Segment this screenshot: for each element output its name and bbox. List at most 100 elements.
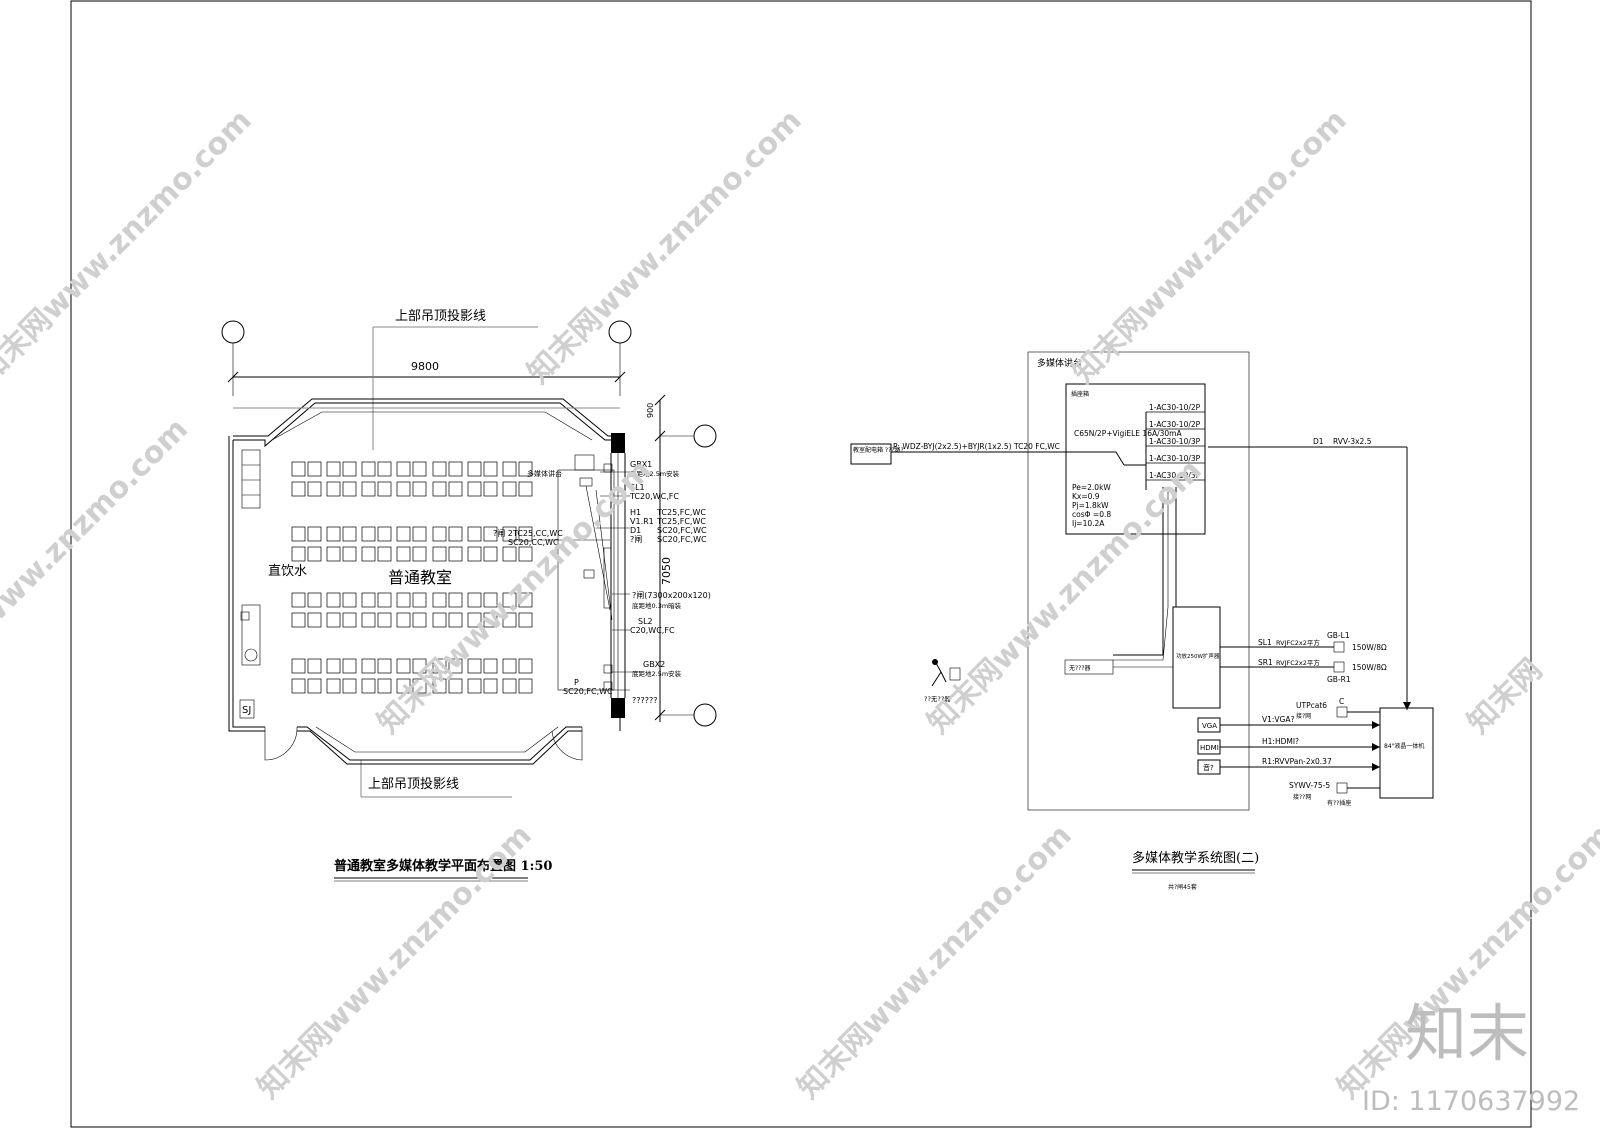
desk bbox=[361, 612, 376, 628]
desk bbox=[291, 658, 306, 674]
desk bbox=[396, 526, 411, 542]
sr1-cable: RVJFC2x2平方 bbox=[1276, 658, 1320, 667]
label-gbx2-note: 底距地2.5m安装 bbox=[632, 669, 682, 678]
label-screen: ?闸(7300x200x120) bbox=[632, 591, 711, 600]
desk bbox=[483, 481, 498, 497]
drinking-water-label: 直饮水 bbox=[268, 564, 307, 579]
desk bbox=[467, 592, 482, 608]
desk bbox=[396, 658, 411, 674]
desk bbox=[432, 481, 447, 497]
spk-right-power: 150W/8Ω bbox=[1352, 663, 1387, 672]
desk bbox=[412, 612, 427, 628]
watermark-text: 知末网www.znzmo.com bbox=[1066, 103, 1354, 391]
desk bbox=[307, 612, 322, 628]
socket-panel bbox=[1065, 383, 1206, 535]
mic-receiver-label: 无???器 bbox=[1069, 665, 1091, 672]
desk bbox=[326, 546, 341, 562]
desk bbox=[396, 461, 411, 477]
sheet-border bbox=[70, 0, 1532, 1128]
desk bbox=[483, 546, 498, 562]
desk bbox=[291, 461, 306, 477]
desk bbox=[377, 481, 392, 497]
desk bbox=[291, 481, 306, 497]
c-label: C bbox=[1339, 697, 1344, 706]
brand-logo: 知末 bbox=[1405, 997, 1529, 1070]
desk bbox=[396, 592, 411, 608]
desk bbox=[502, 612, 517, 628]
hdmi-label: HDMI bbox=[1200, 744, 1219, 752]
desk bbox=[342, 546, 357, 562]
input-cable: P: WDZ-BYJ(2x2.5)+BYJR(1x2.5) TC20 FC,WC bbox=[893, 442, 1060, 451]
watermarks: 知末网www.znzmo.com 知末网www.znzmo.com 知末网www… bbox=[0, 103, 1600, 1117]
desk bbox=[432, 612, 447, 628]
label-gbx2: GBX2 bbox=[643, 660, 665, 669]
desk bbox=[448, 481, 463, 497]
label-h1: H1 bbox=[630, 508, 641, 517]
desk bbox=[412, 546, 427, 562]
label-d1: D1 bbox=[630, 526, 641, 535]
desk bbox=[342, 481, 357, 497]
label-gbx1-note: 底距地2.5m安装 bbox=[630, 469, 680, 478]
desk bbox=[518, 658, 533, 674]
label-p: P bbox=[574, 678, 579, 687]
blackboard-zone bbox=[557, 469, 615, 691]
desk bbox=[432, 526, 447, 542]
desk bbox=[342, 678, 357, 694]
desk bbox=[518, 678, 533, 694]
desk bbox=[467, 481, 482, 497]
depth-dimension: 7050 bbox=[660, 557, 673, 585]
sink-counter bbox=[241, 604, 261, 666]
desk bbox=[432, 592, 447, 608]
desk bbox=[307, 678, 322, 694]
label-sl1: SL1 bbox=[630, 483, 645, 492]
desk bbox=[483, 461, 498, 477]
watermark-text: 知末网www.znzmo.com bbox=[521, 103, 809, 391]
desk bbox=[502, 658, 517, 674]
axis-bubble bbox=[693, 703, 717, 727]
desk bbox=[518, 546, 533, 562]
desk bbox=[307, 526, 322, 542]
desk bbox=[377, 546, 392, 562]
plan-caption: 普通教室多媒体教学平面布置图 1:50 bbox=[334, 858, 552, 874]
desk bbox=[483, 526, 498, 542]
desk bbox=[483, 592, 498, 608]
sr1-tag: SR1 bbox=[1258, 658, 1273, 667]
watermark-text: www.znzmo.com bbox=[0, 412, 195, 636]
desk bbox=[342, 592, 357, 608]
tv-outlet-icon bbox=[1336, 782, 1348, 794]
speaker-right-icon bbox=[1333, 661, 1345, 673]
desk bbox=[448, 658, 463, 674]
desk bbox=[342, 461, 357, 477]
output-label: 1-AC30-10/2P bbox=[1149, 420, 1201, 429]
output-label: 1-AC30-10/2P bbox=[1149, 403, 1201, 412]
desk bbox=[291, 612, 306, 628]
desk bbox=[448, 678, 463, 694]
watermark-text: 知末网www.znzmo.com bbox=[921, 453, 1209, 741]
desk bbox=[291, 592, 306, 608]
label-v1r1-pipe: TC25,FC,WC bbox=[656, 517, 706, 526]
desk bbox=[396, 546, 411, 562]
r1-cable: R1:RVVPan-2x0.37 bbox=[1262, 757, 1332, 766]
desk bbox=[326, 461, 341, 477]
output-label: 1-AC30-10/3P bbox=[1149, 454, 1201, 463]
network-jack-icon bbox=[1336, 706, 1348, 718]
desk bbox=[361, 526, 376, 542]
desk bbox=[377, 612, 392, 628]
desk bbox=[448, 461, 463, 477]
output-label: 1-AC30-10/3P bbox=[1149, 471, 1201, 480]
desk bbox=[467, 526, 482, 542]
system-diagram: 多媒体讲台 插座箱 教室配电箱 ???路? P: WDZ-BYJ(2x2.5)+… bbox=[850, 351, 1434, 891]
desk bbox=[326, 592, 341, 608]
load-ij: Ij=10.2A bbox=[1072, 519, 1105, 528]
load-kx: Kx=0.9 bbox=[1072, 492, 1100, 501]
display-unit bbox=[1379, 707, 1434, 799]
desk bbox=[291, 526, 306, 542]
podium-label: 多媒体讲台 bbox=[527, 469, 562, 478]
desk bbox=[467, 658, 482, 674]
desk bbox=[483, 612, 498, 628]
audio-label: 音? bbox=[1203, 763, 1214, 772]
sywv-label: SYWV-75-5 bbox=[1289, 781, 1330, 790]
podium-title: 多媒体讲台 bbox=[1037, 357, 1082, 369]
d1-tag: D1 bbox=[1313, 437, 1324, 446]
